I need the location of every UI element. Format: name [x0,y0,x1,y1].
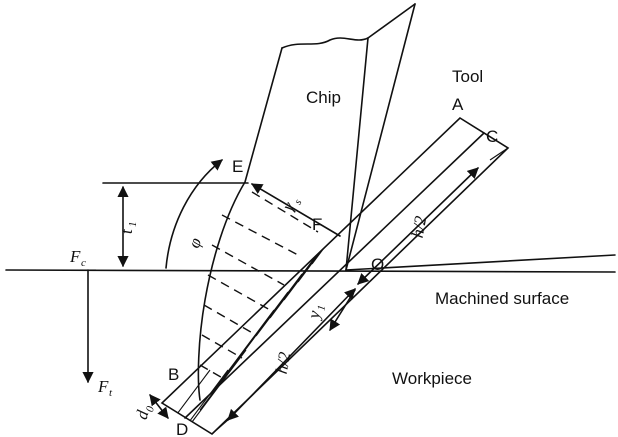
chip-left-edge [197,47,283,401]
label-machined-surface: Machined surface [435,289,569,308]
C-extension [489,147,509,161]
velocity-profile-dashes [199,191,319,381]
y1-arrow [329,289,356,331]
label-O: O [371,255,384,274]
svg-text:1: 1 [315,304,328,312]
shear-angle-arc [165,159,223,269]
label-h-half-lower: h/2 [272,350,295,375]
tool-rake-face-upper [345,3,416,271]
svg-text:F: F [97,377,109,396]
h-half-lower-dim [227,288,356,421]
label-D: D [176,420,188,437]
chip-top-wavy-edge [281,37,369,49]
label-h-half-upper: h/2 [408,214,431,239]
label-A: A [452,95,464,114]
label-chip: Chip [306,88,341,107]
label-Fc: F c [69,247,86,269]
svg-text:F: F [69,247,81,266]
label-Ft: F t [97,377,113,399]
svg-text:1: 1 [127,222,139,228]
svg-text:s: s [292,197,305,207]
label-E: E [232,157,243,176]
label-F: F [312,215,322,234]
label-d0: d 0 [132,405,157,422]
chip-right-edge [345,37,369,271]
label-phi: φ [184,235,205,250]
svg-text:c: c [81,257,86,269]
label-C: C [486,127,498,146]
svg-text:t: t [117,228,136,234]
label-t1: t 1 [117,222,139,235]
label-workpiece: Workpiece [392,369,472,388]
h-half-upper-dim [357,167,479,285]
tool-rake-face [367,3,416,39]
svg-text:0: 0 [144,405,157,414]
d0-marker [149,394,169,419]
machined-surface-line [5,269,616,273]
label-B: B [168,365,179,384]
D-extension [211,419,229,435]
label-tool: Tool [452,67,483,86]
strain-vector-line [251,183,341,237]
svg-text:t: t [109,387,113,399]
